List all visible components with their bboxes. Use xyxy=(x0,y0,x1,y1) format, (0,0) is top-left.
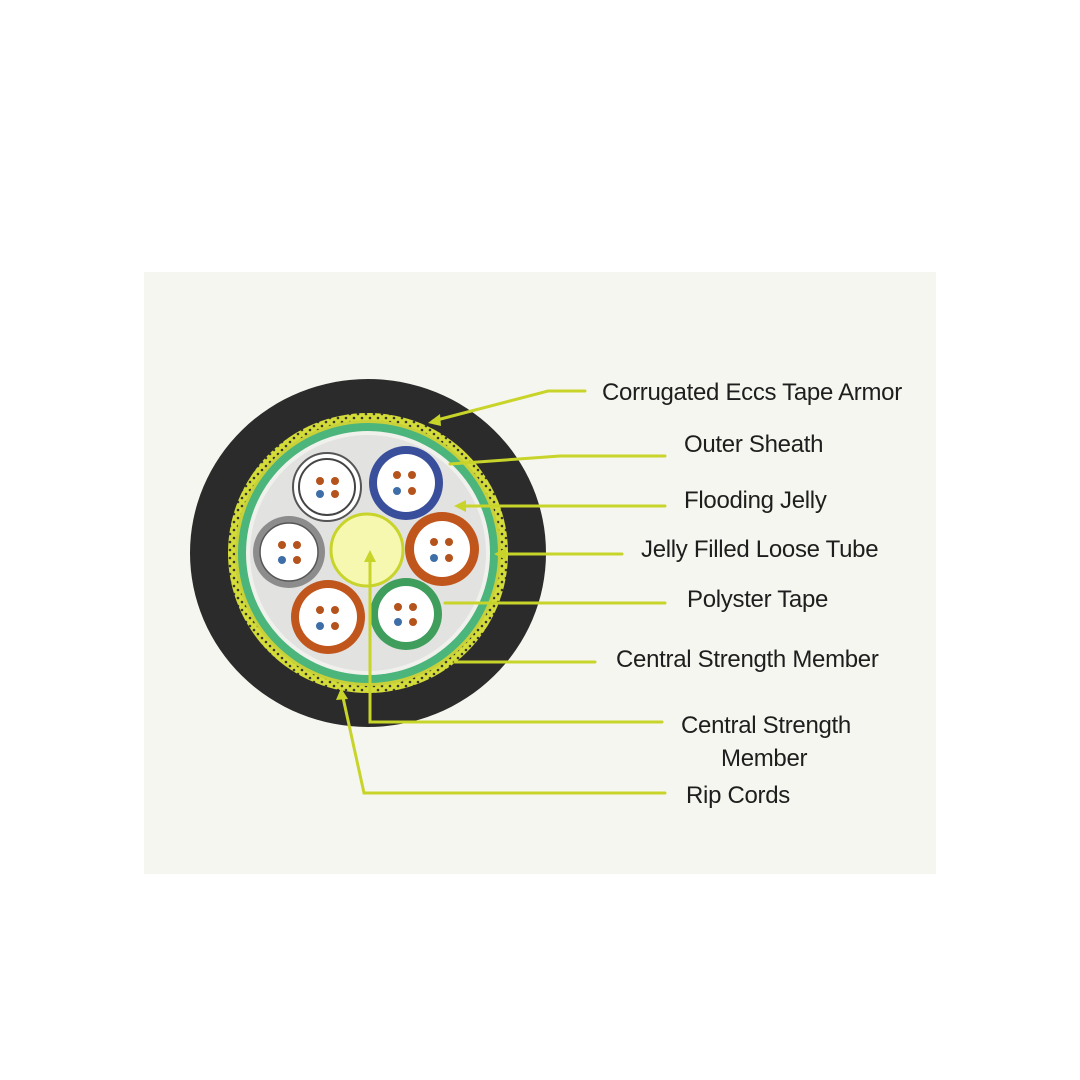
leader-line-outer-sheath xyxy=(448,454,667,466)
fiber-dot xyxy=(394,618,402,626)
fiber-dot xyxy=(316,477,324,485)
fiber-dot xyxy=(316,606,324,614)
fiber-dot xyxy=(316,490,324,498)
arrow-head-armor xyxy=(428,414,441,426)
leader-lines xyxy=(340,389,667,795)
fiber-dot xyxy=(331,490,339,498)
arrow-head-loose-tube xyxy=(494,548,506,560)
fiber-dot xyxy=(293,556,301,564)
loose-tube xyxy=(291,580,365,654)
fiber-dot xyxy=(393,471,401,479)
fiber-dot xyxy=(430,554,438,562)
fiber-dot xyxy=(409,603,417,611)
fiber-dot xyxy=(409,618,417,626)
fiber-dot xyxy=(331,606,339,614)
label-loose-tube: Jelly Filled Loose Tube xyxy=(641,536,878,563)
label-armor: Corrugated Eccs Tape Armor xyxy=(602,379,902,406)
label-flooding-jelly: Flooding Jelly xyxy=(684,487,827,514)
label-rip-cords: Rip Cords xyxy=(686,782,790,809)
fiber-dot xyxy=(408,471,416,479)
loose-tube xyxy=(369,446,443,520)
label-strength-member-2-line1: Central Strength xyxy=(681,712,851,739)
fiber-dot xyxy=(331,477,339,485)
leader-line-rip-cords xyxy=(340,691,667,795)
fiber-dot xyxy=(278,541,286,549)
label-strength-member-1: Central Strength Member xyxy=(616,646,879,673)
fiber-dot xyxy=(408,487,416,495)
leader-line-strength-member-2 xyxy=(368,554,664,724)
loose-tube xyxy=(253,516,325,588)
loose-tube xyxy=(370,578,442,650)
arrow-head-strength-member-2 xyxy=(364,550,376,562)
fiber-dot xyxy=(394,603,402,611)
label-polyster-tape: Polyster Tape xyxy=(687,586,828,613)
fiber-dot xyxy=(445,538,453,546)
fiber-dot xyxy=(331,622,339,630)
label-strength-member-2-line2: Member xyxy=(721,745,808,772)
fiber-dot xyxy=(278,556,286,564)
fiber-dot xyxy=(430,538,438,546)
arrow-head-flooding-jelly xyxy=(454,500,466,512)
fiber-dot xyxy=(393,487,401,495)
fiber-dot xyxy=(293,541,301,549)
arrow-heads xyxy=(336,414,506,700)
central-strength-member xyxy=(329,512,405,588)
arrow-head-rip-cords xyxy=(336,688,348,700)
loose-tube xyxy=(405,512,479,586)
fiber-dot xyxy=(445,554,453,562)
fiber-dot xyxy=(316,622,324,630)
loose-tube xyxy=(292,452,362,522)
label-outer-sheath: Outer Sheath xyxy=(684,431,823,458)
leader-line-armor xyxy=(431,389,587,423)
